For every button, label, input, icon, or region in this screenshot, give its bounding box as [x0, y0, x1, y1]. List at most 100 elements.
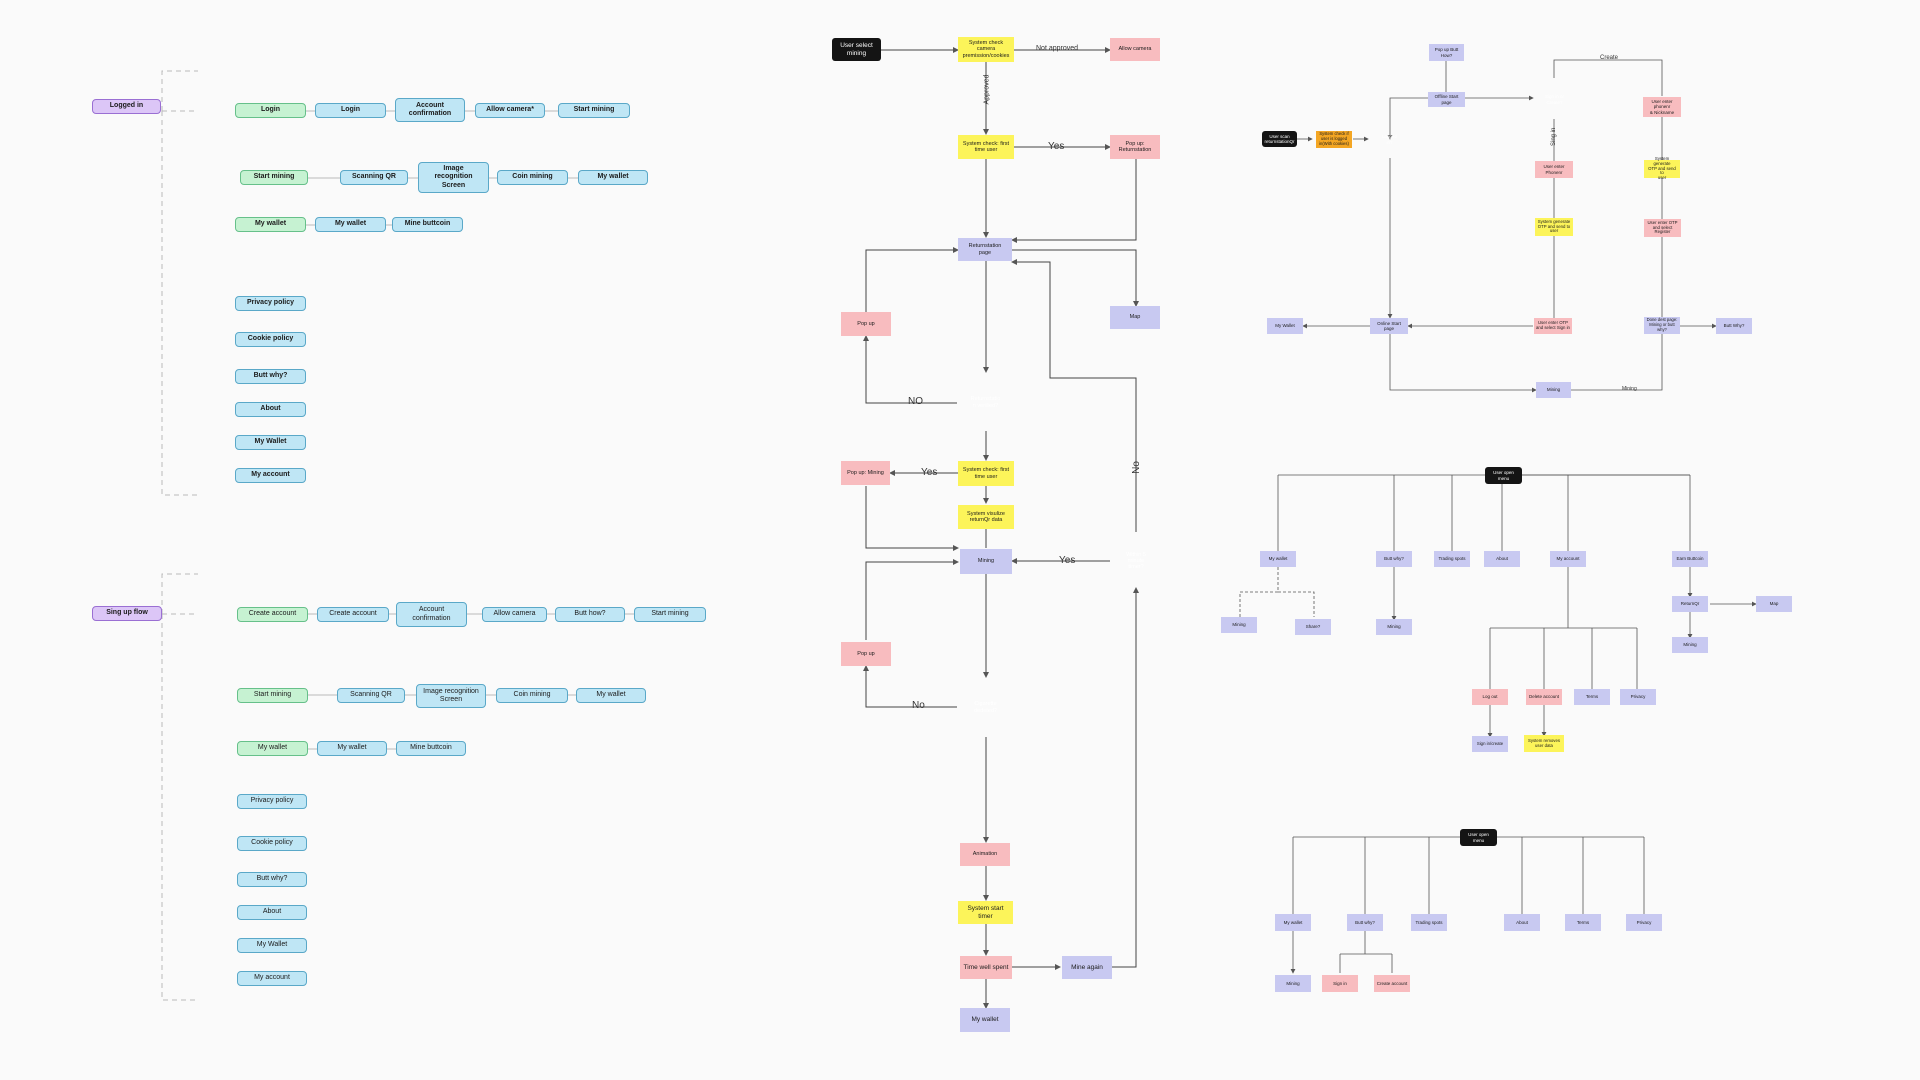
su-row1-allow-camera: Allow camera — [482, 607, 547, 622]
mt1-trading-spots: Trading spots — [1434, 551, 1470, 567]
mf-within-timer: Within 5 minute timer? — [1107, 532, 1165, 590]
label-no-1: NO — [908, 396, 923, 407]
su-row1-butt-how: Butt how? — [555, 607, 625, 622]
mt2-create-account: Create account — [1374, 975, 1410, 992]
mt1-wallet-share: Share? — [1295, 619, 1331, 635]
mt2-butt-why: Butt why? — [1347, 914, 1383, 931]
sign-up-root: Sing up flow — [92, 606, 162, 621]
li-row1-login-2: Login — [315, 103, 386, 118]
li-row1-allow-camera: Allow camera* — [475, 103, 545, 118]
mt2-wallet-mining: Mining — [1275, 975, 1311, 992]
mt1-wallet-mining: Mining — [1221, 617, 1257, 633]
mt2-terms: Terms — [1565, 914, 1601, 931]
label-yes-1: Yes — [1048, 141, 1065, 152]
mf-map: Map — [1110, 306, 1160, 329]
af-online-start: Online Start page — [1370, 318, 1408, 334]
li-row3-mine-buttcoin: Mine buttcoin — [392, 217, 463, 232]
li-menu-about: About — [235, 402, 306, 417]
mf-mining: Mining — [960, 549, 1012, 574]
li-menu-my-wallet: My Wallet — [235, 435, 306, 450]
mf-first-time-1: System check: first time user — [958, 135, 1014, 159]
li-row1-login: Login — [235, 103, 306, 118]
af-mining-label: Mining — [1622, 386, 1637, 392]
logged-in-root: Logged in — [92, 99, 161, 114]
mt1-why-mining: Mining — [1376, 619, 1412, 635]
su-row2-start-mining: Start mining — [237, 688, 308, 703]
mf-mine-again: Mine again — [1062, 956, 1112, 979]
mt2-about: About — [1504, 914, 1540, 931]
mt2-trading-spots: Trading spots — [1411, 914, 1447, 931]
su-row1-create-account-2: Create account — [317, 607, 389, 622]
su-row3-my-wallet: My wallet — [237, 741, 308, 756]
su-row2-image-recognition: Image recognition Screen — [416, 684, 486, 708]
mt1-sign-in-create: Sign in/create — [1472, 736, 1508, 752]
mt1-return-mining: Mining — [1672, 637, 1708, 653]
mt2-my-wallet: My wallet — [1275, 914, 1311, 931]
su-row2-coin-mining: Coin mining — [496, 688, 568, 703]
mt1-delete-account: Delete account — [1526, 689, 1562, 705]
mt1-my-account: My account — [1550, 551, 1586, 567]
label-not-approved: Not approved — [1036, 45, 1079, 52]
af-gen-otp-2: System generate OTP and send to user — [1644, 156, 1680, 180]
af-offline-start: Offline Start page — [1428, 92, 1465, 107]
li-row2-image-recognition: Image recognition Screen — [418, 162, 489, 193]
mf-start: User select mining — [832, 38, 881, 61]
su-menu-privacy-policy: Privacy policy — [237, 794, 307, 809]
su-menu-my-account: My account — [237, 971, 307, 986]
li-row3-my-wallet-2: My wallet — [315, 217, 386, 232]
mt1-butt-why: Butt why? — [1376, 551, 1412, 567]
mt1-root: User open menu — [1485, 467, 1522, 484]
su-row1-create-account: Create account — [237, 607, 308, 622]
af-gen-otp-1: System generate OTP and send to user — [1535, 218, 1573, 236]
mf-allow-camera: Allow camera — [1110, 38, 1160, 61]
af-enter-phone: User enter Phonenr — [1535, 161, 1573, 178]
su-row1-account-confirmation: Account confirmation — [396, 602, 467, 627]
af-sign-or-create: Sign in or Create? — [1534, 79, 1575, 120]
su-menu-butt-why: Butt why? — [237, 872, 307, 887]
af-check-logged: System check if user is logged in(With c… — [1316, 131, 1352, 148]
af-popup-butt: Pop up Butt How? — [1429, 44, 1464, 61]
mf-popup-returnstation: Pop up: Returnstation — [1110, 135, 1160, 159]
mt1-my-wallet: My wallet — [1260, 551, 1296, 567]
label-approved: Approved — [983, 74, 991, 105]
li-row1-account-confirmation: Account confirmation — [395, 98, 465, 122]
label-no-3: No — [912, 700, 925, 711]
mf-start-timer: System start timer — [958, 901, 1013, 924]
mf-animation: Animation — [960, 843, 1010, 866]
li-menu-privacy-policy: Privacy policy — [235, 296, 306, 311]
mt1-log-out: Log out — [1472, 689, 1508, 705]
mt1-return-qr: ReturnQr — [1672, 596, 1708, 612]
af-sign-in-label: Sing in — [1551, 127, 1557, 146]
li-row2-start-mining: Start mining — [240, 170, 308, 185]
mt1-terms: Terms — [1574, 689, 1610, 705]
label-yes-3: Yes — [1059, 555, 1076, 566]
mt1-return-map: Map — [1756, 596, 1792, 612]
li-row2-scanning-qr: Scanning QR — [340, 170, 408, 185]
mf-visualize: System visulize returnQr data — [958, 505, 1014, 529]
af-mining: Mining — [1536, 382, 1571, 398]
af-enter-otp-register: User enter OTP and select Register — [1644, 219, 1681, 237]
af-done-dest: Done dest page: Mining or butt why? — [1644, 317, 1680, 334]
mt2-sign-in: Sign in — [1322, 975, 1358, 992]
mf-returnstation-page: Returnstation page — [958, 238, 1012, 261]
li-menu-butt-why: Butt why? — [235, 369, 306, 384]
af-enter-phone-nick: User enter phonenr & Nickname — [1643, 97, 1681, 117]
mt2-privacy: Privacy — [1626, 914, 1662, 931]
af-enter-otp-signin: User enter OTP and select Sign in — [1534, 318, 1572, 334]
li-menu-my-account: My account — [235, 468, 306, 483]
mf-returnstation-verified: Returnstatio n verified? — [957, 374, 1014, 431]
mt1-privacy: Privacy — [1620, 689, 1656, 705]
mt2-root: User open menu — [1460, 829, 1497, 846]
li-row1-start-mining: Start mining — [558, 103, 630, 118]
su-menu-about: About — [237, 905, 307, 920]
li-row3-my-wallet: My wallet — [235, 217, 306, 232]
mf-first-time-2: System check: first time user — [958, 461, 1014, 486]
su-row2-scanning-qr: Scanning QR — [337, 688, 405, 703]
mf-check-camera: System check camera premission/cookies — [958, 37, 1014, 62]
li-row2-coin-mining: Coin mining — [497, 170, 568, 185]
af-butt-why: Butt Why? — [1716, 318, 1752, 334]
af-scan: User scan returnstationQr — [1262, 131, 1297, 147]
af-logged-in: Logged in? — [1369, 119, 1410, 160]
mt1-remove-data: System removes user data — [1524, 735, 1564, 752]
